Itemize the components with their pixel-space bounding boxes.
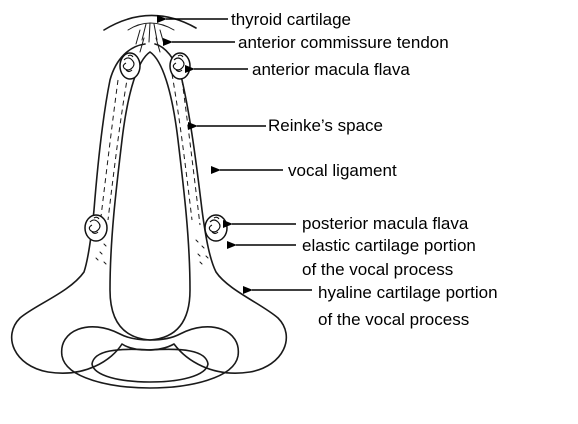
label-posterior-macula-flava: posterior macula flava [302, 214, 469, 233]
cricoid-inner-outline [92, 349, 208, 382]
label-reinkes-space: Reinke’s space [268, 116, 383, 135]
anterior-macula-flava-left [120, 53, 140, 79]
left-vocal-ligament [108, 74, 128, 220]
larynx-outer-contour [12, 44, 287, 373]
label-hyaline-cartilage-line2: of the vocal process [318, 310, 469, 329]
label-vocal-ligament: vocal ligament [288, 161, 397, 180]
cricoid-outline [62, 327, 239, 388]
anterior-macula-flava-right [170, 53, 190, 79]
label-elastic-cartilage-line1: elastic cartilage portion [302, 236, 476, 255]
label-elastic-cartilage-line2: of the vocal process [302, 260, 453, 279]
larynx-drawing [12, 15, 287, 388]
anterior-commissure-tendon [136, 23, 164, 52]
label-hyaline-cartilage-line1: hyaline cartilage portion [318, 283, 498, 302]
elastic-cartilage-stipple [96, 238, 208, 264]
right-vocal-ligament [172, 74, 192, 220]
label-anterior-commissure-tendon: anterior commissure tendon [238, 33, 449, 52]
label-anterior-macula-flava: anterior macula flava [252, 60, 410, 79]
label-thyroid-cartilage: thyroid cartilage [231, 10, 351, 29]
thyroid-cartilage-inner-arc [128, 23, 174, 30]
posterior-macula-flava-left [85, 215, 107, 241]
glottis-lumen [110, 52, 190, 340]
posterior-macula-flava-right [205, 215, 227, 241]
